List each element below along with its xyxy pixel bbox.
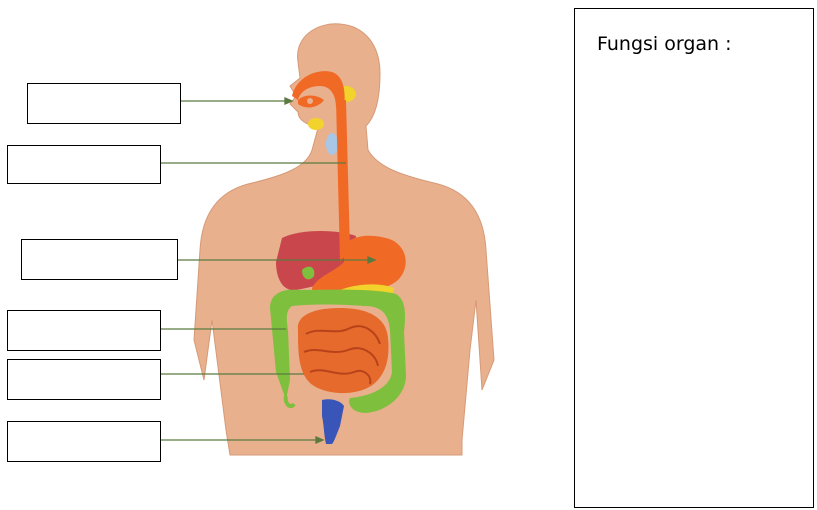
trachea [326,133,338,155]
label-box-mouth[interactable] [27,83,181,124]
label-box-rectum[interactable] [7,421,161,462]
organ-function-panel[interactable]: Fungsi organ : [574,8,814,508]
label-box-stomach[interactable] [21,239,178,280]
label-box-esophagus[interactable] [7,145,161,184]
salivary-gland [308,118,324,130]
label-box-large-intestine[interactable] [7,310,161,351]
label-box-small-intestine[interactable] [7,359,161,400]
organ-function-title: Fungsi organ : [597,33,732,55]
